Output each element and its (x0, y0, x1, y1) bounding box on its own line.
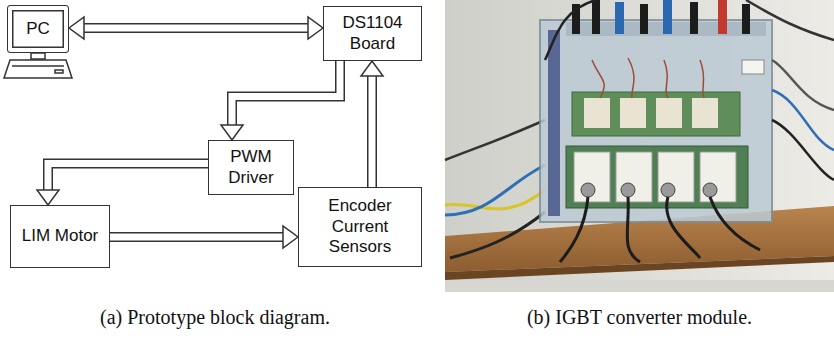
pc-monitor: PC (7, 5, 69, 53)
block-arrow (221, 61, 340, 140)
box-label: LIM Motor (22, 226, 99, 246)
block-arrow (361, 61, 383, 187)
block-arrow (69, 17, 323, 39)
block-arrow (37, 164, 208, 206)
converter-photo (445, 0, 834, 292)
sensor-box: Encoder Current Sensors (298, 187, 422, 267)
box-label: PC (26, 19, 50, 39)
box-label: PWM Driver (213, 147, 289, 188)
controller-board-box: DS1104 Board (323, 6, 422, 61)
computer-icon (4, 53, 72, 78)
box-label: DS1104 Board (328, 13, 417, 54)
figure-caption: (a) Prototype block diagram. (0, 306, 430, 329)
figure-caption: (b) IGBT converter module. (445, 306, 834, 329)
motor-box: LIM Motor (10, 205, 110, 268)
block-arrow (110, 226, 298, 248)
pwm-driver-box: PWM Driver (208, 140, 294, 195)
box-label: Encoder Current Sensors (303, 196, 417, 257)
